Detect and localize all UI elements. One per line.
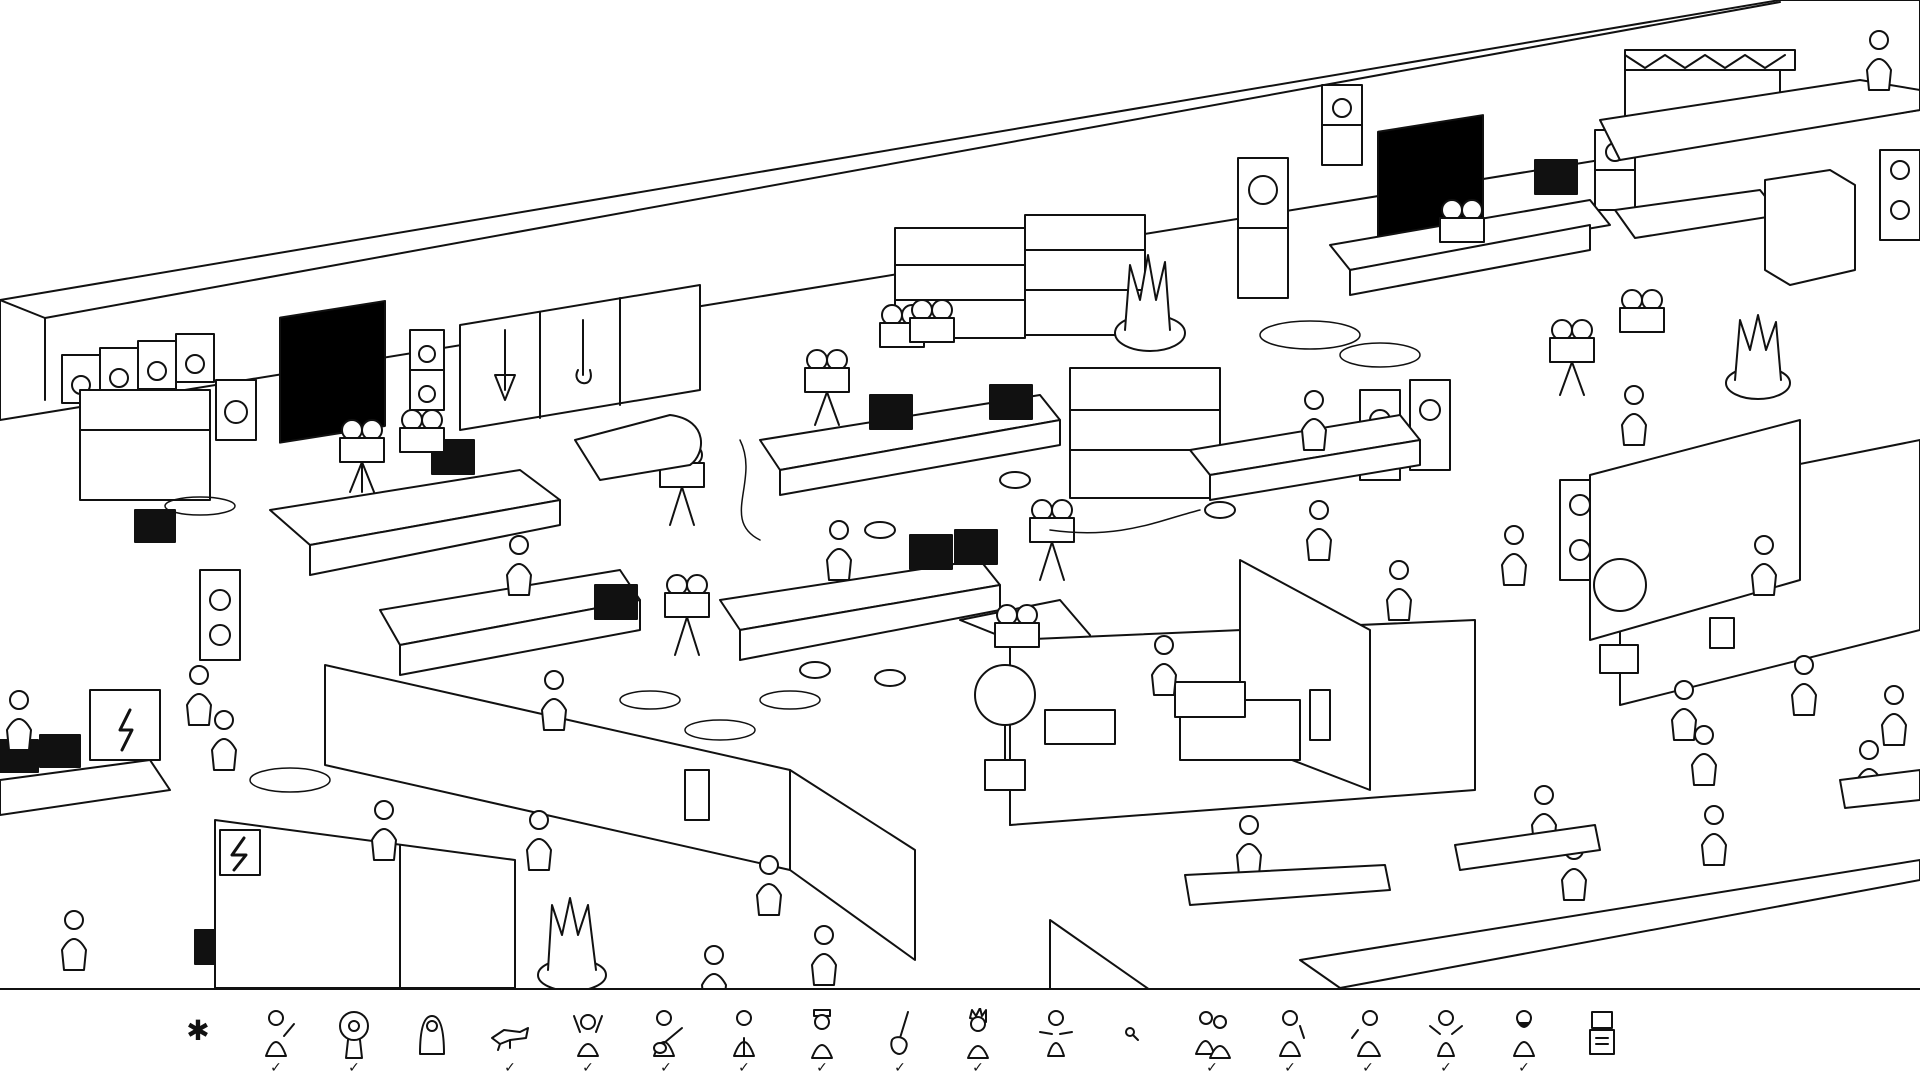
film-cameras[interactable] bbox=[339, 199, 1665, 656]
waving-person-icon bbox=[265, 1010, 295, 1057]
benches bbox=[1184, 769, 1920, 906]
crowd[interactable] bbox=[6, 30, 1907, 988]
target-slot[interactable]: ✓ bbox=[638, 1008, 694, 1076]
target-slot[interactable]: ✓ bbox=[716, 1008, 772, 1076]
lighting-truss bbox=[1599, 49, 1920, 161]
disc-on-stand-icon bbox=[339, 1011, 369, 1059]
arms-out-person-icon bbox=[1039, 1010, 1073, 1057]
target-slot[interactable]: ✓ bbox=[794, 1008, 850, 1076]
guitar-icon bbox=[890, 1011, 909, 1055]
target-slot[interactable] bbox=[1028, 1008, 1084, 1076]
found-checkmark: ✓ bbox=[816, 1060, 828, 1076]
target-slot[interactable]: ✓ bbox=[1340, 1008, 1396, 1076]
found-checkmark: ✓ bbox=[1518, 1060, 1530, 1076]
spiky-hair-person-icon bbox=[967, 1008, 989, 1059]
target-slot[interactable] bbox=[404, 1008, 460, 1076]
guitarist-icon bbox=[653, 1010, 683, 1057]
black-door-left[interactable] bbox=[279, 300, 386, 444]
instrument-panels[interactable] bbox=[459, 284, 701, 431]
target-slot[interactable]: ✓ bbox=[248, 1008, 304, 1076]
found-checkmark: ✓ bbox=[894, 1060, 906, 1076]
found-checkmark: ✓ bbox=[738, 1060, 750, 1076]
found-checkmark: ✓ bbox=[348, 1060, 360, 1076]
found-checkmark: ✓ bbox=[1440, 1060, 1452, 1076]
dancer-icon bbox=[1351, 1010, 1381, 1057]
robot-icon bbox=[1589, 1011, 1615, 1055]
person-standing-icon bbox=[733, 1010, 755, 1057]
bearded-person-icon bbox=[1513, 1010, 1535, 1057]
target-slot[interactable]: ✓ bbox=[1418, 1008, 1474, 1076]
found-checkmark: ✓ bbox=[660, 1060, 672, 1076]
band-group-icon bbox=[1195, 1011, 1231, 1059]
floor-cables bbox=[164, 320, 1421, 793]
game-scene[interactable] bbox=[0, 0, 1920, 988]
found-checkmark: ✓ bbox=[1362, 1060, 1374, 1076]
shrugging-person-icon bbox=[1429, 1010, 1463, 1057]
target-slot[interactable]: ✓ bbox=[872, 1008, 928, 1076]
target-slot[interactable] bbox=[1106, 1008, 1162, 1076]
mixing-consoles[interactable] bbox=[0, 189, 1781, 816]
target-slot[interactable]: ✓ bbox=[950, 1008, 1006, 1076]
singer-icon bbox=[1279, 1010, 1305, 1057]
found-checkmark: ✓ bbox=[1206, 1060, 1218, 1076]
found-checkmark: ✓ bbox=[1284, 1060, 1296, 1076]
grand-piano[interactable] bbox=[574, 414, 702, 481]
fridge[interactable] bbox=[1764, 169, 1856, 286]
target-slot[interactable]: ✓ bbox=[482, 1008, 538, 1076]
found-checkmark: ✓ bbox=[972, 1060, 984, 1076]
key-icon bbox=[1125, 1027, 1139, 1041]
potted-plants[interactable] bbox=[537, 254, 1791, 988]
shelving-units bbox=[79, 214, 1221, 501]
target-slot[interactable]: ✓ bbox=[560, 1008, 616, 1076]
target-slot[interactable]: ✓ bbox=[1184, 1008, 1240, 1076]
found-checkmark: ✓ bbox=[582, 1060, 594, 1076]
settings-gear-icon[interactable]: ✱ bbox=[186, 1014, 210, 1047]
target-slot[interactable]: ✓ bbox=[326, 1008, 382, 1076]
found-checkmark: ✓ bbox=[504, 1060, 516, 1076]
cheering-person-icon bbox=[573, 1014, 603, 1057]
hooded-person-icon bbox=[419, 1015, 445, 1055]
wall-signs bbox=[684, 617, 1735, 821]
chairs bbox=[799, 471, 1236, 687]
target-slot[interactable] bbox=[1574, 1008, 1630, 1076]
back-wall bbox=[0, 0, 1920, 421]
target-slot[interactable]: ✓ bbox=[1262, 1008, 1318, 1076]
person-with-hat-icon bbox=[811, 1009, 833, 1059]
found-checkmark: ✓ bbox=[270, 1060, 282, 1076]
target-slot[interactable]: ✓ bbox=[1496, 1008, 1552, 1076]
crocodile-icon bbox=[491, 1027, 529, 1051]
